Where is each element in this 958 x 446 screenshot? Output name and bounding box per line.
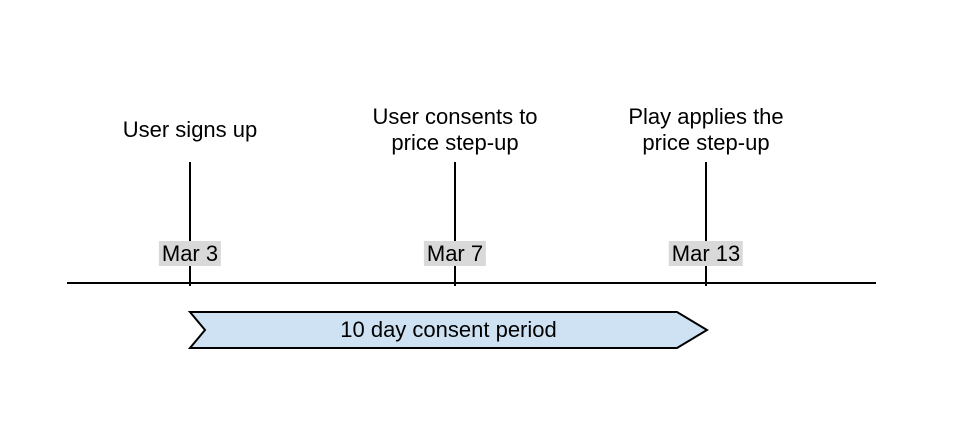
event-title-line: Play applies the: [628, 104, 784, 129]
timeline-axis: [67, 282, 876, 284]
event-title-line: User consents to: [372, 104, 538, 129]
event-title: User signs up: [123, 117, 258, 143]
event-tick-line: [705, 162, 707, 286]
event-title-line: price step-up: [642, 130, 770, 155]
event-date-label: Mar 7: [423, 241, 487, 266]
event-title-line: price step-up: [391, 130, 519, 155]
event-date-label: Mar 13: [668, 241, 744, 266]
event-title-line: User signs up: [122, 117, 258, 142]
event-tick-line: [189, 162, 191, 286]
consent-period-label: 10 day consent period: [340, 317, 557, 342]
event-date-label: Mar 3: [158, 241, 222, 266]
event-tick-line: [454, 162, 456, 286]
